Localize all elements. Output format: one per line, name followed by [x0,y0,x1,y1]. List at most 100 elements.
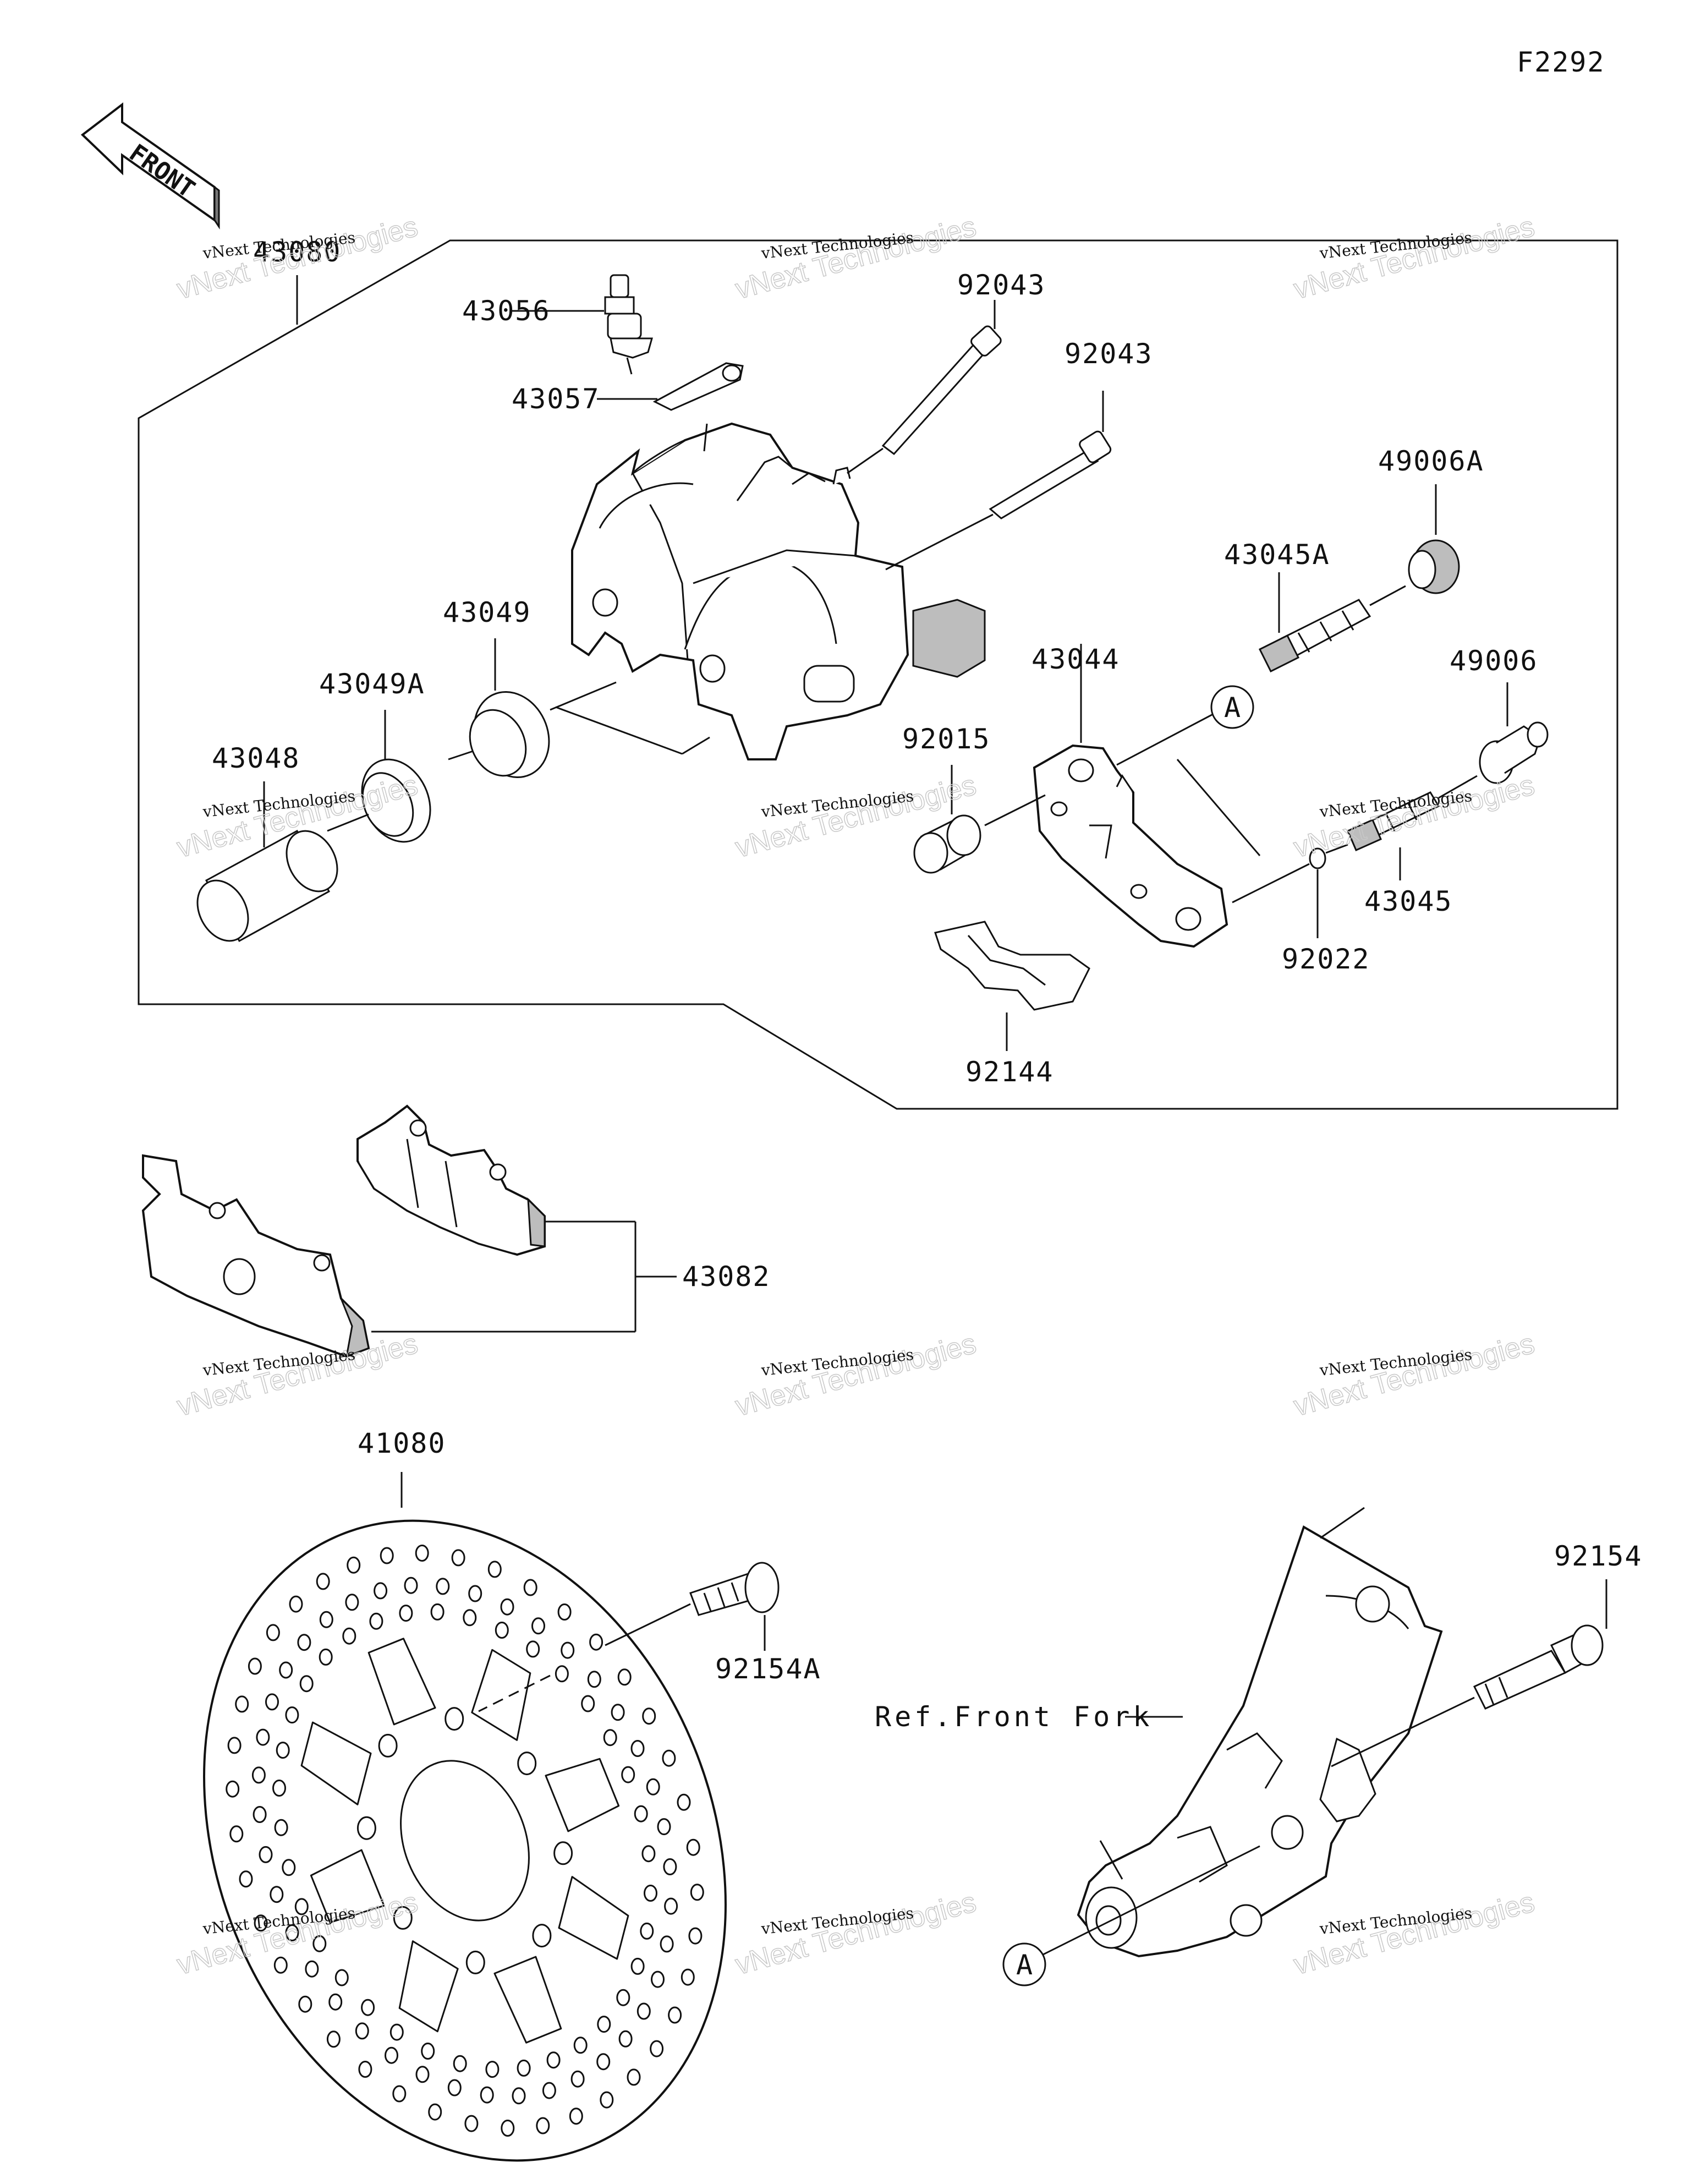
disc-vent-hole [616,1989,630,2006]
disc-vent-hole [254,1914,268,1932]
disc-vent-hole [334,1969,349,1986]
bolt-43045 [1347,791,1440,851]
disc-vent-hole [251,1766,266,1784]
piston-seal-43049 [469,691,550,779]
disc-bolt-hole [553,1841,573,1865]
disc-vent-hole [618,2030,633,2048]
disc-spoke-window [471,1649,531,1741]
callout-49006A: 49006A [1378,445,1484,477]
disc-spoke-window [398,1940,459,2033]
pad-spring-92144 [934,921,1090,1011]
disc-bolt-hole [445,1707,464,1731]
disc-vent-hole [621,1766,635,1783]
disc-spoke-window [367,1638,436,1726]
callout-92015: 92015 [902,723,991,755]
disc-vent-hole [279,1661,293,1679]
disc-bolt-hole [517,1751,537,1776]
disc-vent-hole [404,1577,418,1594]
disc-vent-hole [657,1818,671,1836]
bolt-43045A [1258,599,1371,673]
disc-vent-hole [319,1648,333,1666]
disc-vent-hole [570,2070,585,2088]
disc-vent-hole [681,1968,695,1986]
disc-vent-hole [297,1634,311,1651]
disc-spoke-window [493,1956,562,2044]
disc-vent-hole [272,1780,286,1797]
disc-vent-hole [248,1657,262,1675]
ref-front-fork-label: Ref.Front Fork [875,1701,1153,1733]
disc-vent-hole [642,1707,656,1725]
callout-43045A: 43045A [1224,539,1330,571]
disc-vent-hole [270,1886,284,1903]
disc-vent-hole [285,1706,299,1724]
disc-vent-hole [369,1612,383,1630]
boot-49006 [1479,721,1549,784]
disc-vent-hole [627,2068,641,2086]
disc-vent-hole [380,1547,394,1564]
disc-vent-hole [399,1605,413,1622]
disc-vent-hole [464,2115,479,2132]
disc-spoke-window [300,1721,372,1805]
disc-vent-hole [453,2055,467,2072]
disc-vent-hole [328,1993,343,2011]
disc-vent-hole [299,1675,314,1693]
disc-vent-hole [686,1838,700,1856]
disc-vent-hole [600,2091,614,2109]
slide-pin-92043-upper [881,325,1002,456]
reference-marker-a-1 [1210,685,1254,729]
disc-vent-hole [392,2085,407,2103]
disc-vent-hole [276,1742,290,1759]
disc-vent-hole [298,1995,312,2013]
figure-code: F2292 [1517,46,1605,78]
caliper-body [571,422,986,760]
disc-vent-hole [589,1633,603,1651]
disc-vent-hole [640,1922,654,1940]
disc-vent-hole [358,2061,372,2078]
disc-bolt-hole [465,1950,485,1974]
disc-vent-hole [573,2037,588,2054]
disc-vent-hole [274,1819,288,1836]
disc-vent-hole [500,1598,514,1616]
disc-vent-hole [342,1627,356,1645]
disc-vent-hole [630,1740,645,1757]
callout-92154A: 92154A [715,1653,821,1685]
disc-vent-hole [428,2103,442,2121]
disc-vent-hole [253,1806,267,1823]
disc-vent-hole [555,1665,569,1683]
disc-vent-hole [634,1805,648,1822]
callout-92022: 92022 [1282,943,1370,975]
disc-vent-hole [581,1695,595,1712]
marker-a-2-label: A [1016,1949,1034,1981]
disc-vent-hole [347,1556,361,1574]
disc-vent-hole [611,1704,625,1721]
disc-vent-hole [361,1999,375,2016]
disc-vent-hole [294,1898,309,1915]
caliper-assembly-outline [138,239,1618,1110]
disc-vent-hole [517,2059,531,2077]
disc-vent-hole [597,2016,611,2033]
disc-vent-hole [305,1960,319,1978]
disc-vent-hole [326,2030,341,2048]
disc-vent-hole [501,2120,515,2137]
brake-disc-41080 [203,1519,727,2162]
disc-vent-hole [430,1603,445,1621]
disc-vent-hole [651,1970,665,1988]
bleeder-cap-43057 [652,362,744,452]
disc-vent-hole [523,1579,537,1596]
disc-vent-hole [256,1728,270,1746]
disc-vent-hole [688,1927,703,1945]
disc-vent-hole [569,2108,583,2125]
disc-bolt-hole [393,1906,413,1930]
disc-vent-hole [637,2002,651,2020]
disc-vent-hole [355,2022,369,2040]
disc-vent-hole [664,1897,678,1915]
callout-41080: 41080 [358,1427,446,1459]
disc-vent-hole [677,1793,691,1811]
disc-vent-hole [285,1924,299,1941]
washer-92022 [1309,847,1326,869]
slide-pin-92043-lower [989,430,1112,519]
callout-92144: 92144 [965,1056,1054,1088]
brake-pad-set-43082 [141,1104,546,1358]
disc-bolt-hole [356,1816,376,1840]
disc-vent-hole [289,1595,303,1613]
